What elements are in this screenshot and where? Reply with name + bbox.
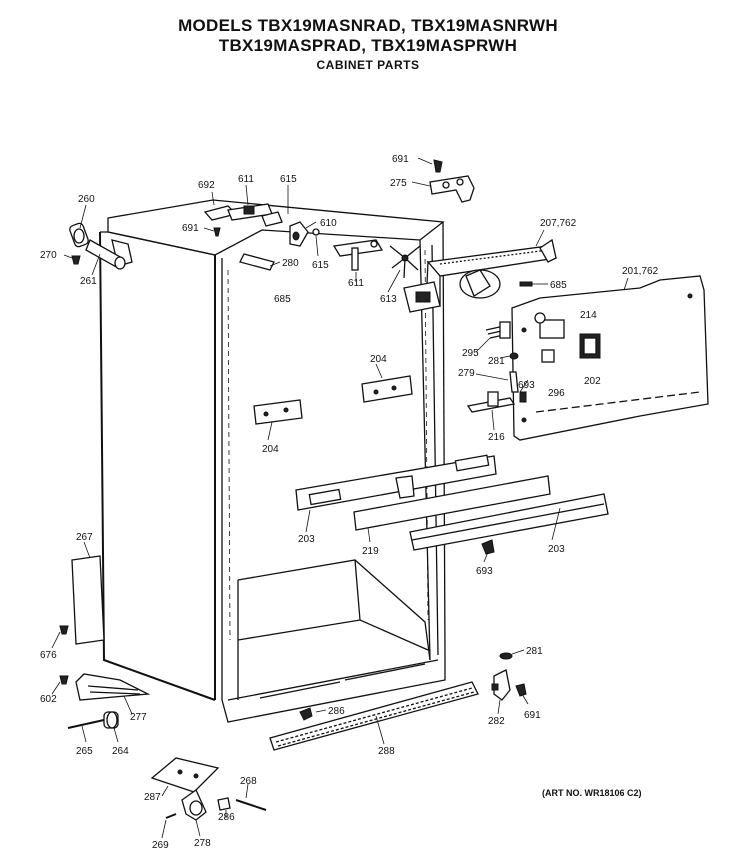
callout-260: 260 [78, 194, 95, 205]
diagram-title-line2: TBX19MASPRAD, TBX19MASPRWH [218, 36, 518, 55]
callout-270: 270 [40, 250, 57, 261]
callout-203-left: 203 [298, 534, 315, 545]
bottom-hinge [491, 649, 529, 715]
base-bracket [75, 673, 151, 715]
callout-286-low: 286 [218, 812, 235, 823]
callout-261: 261 [80, 276, 97, 287]
callout-204-left: 204 [262, 444, 279, 455]
cabinet-shell [99, 199, 446, 723]
callout-labels: 691 275 692 611 615 691 610 615 611 613 … [40, 154, 659, 851]
callout-693-mid: 693 [518, 380, 535, 391]
wiring-components [466, 321, 529, 431]
callout-214: 214 [580, 310, 597, 321]
callout-269: 269 [152, 840, 169, 851]
callout-613: 613 [380, 294, 397, 305]
callout-216: 216 [488, 432, 505, 443]
callout-277: 277 [130, 712, 147, 723]
callout-296: 296 [548, 388, 565, 399]
callout-281-low: 281 [526, 646, 543, 657]
callout-602: 602 [40, 694, 57, 705]
callout-611-mid: 611 [348, 278, 364, 289]
callout-286-mid: 286 [328, 706, 345, 717]
fan-and-bracket [332, 239, 421, 293]
mullion-rails [295, 454, 609, 563]
callout-692: 692 [198, 180, 215, 191]
top-parts-cluster [203, 184, 320, 271]
control-panel [511, 275, 709, 441]
callout-685-right: 685 [550, 280, 567, 291]
callout-207-762: 207,762 [540, 218, 577, 229]
callout-615-top: 615 [280, 174, 297, 185]
callout-685-left: 685 [274, 294, 291, 305]
callout-691-low: 691 [524, 710, 541, 721]
callout-295: 295 [462, 348, 479, 359]
kickplate-grille [269, 681, 479, 751]
callout-219: 219 [362, 546, 379, 557]
callout-202-panel: 202 [584, 376, 601, 387]
callout-279: 279 [458, 368, 475, 379]
diagram-subtitle: CABINET PARTS [316, 58, 420, 72]
callout-264: 264 [112, 746, 129, 757]
callout-691-mid: 691 [182, 223, 199, 234]
callout-691-top: 691 [392, 154, 409, 165]
top-hinge-assembly [63, 204, 126, 276]
top-right-hinge [411, 157, 475, 203]
diagram-title-line1: MODELS TBX19MASNRAD, TBX19MASNRWH [178, 16, 558, 35]
leveling-leg [67, 711, 119, 743]
callout-288: 288 [378, 746, 395, 757]
callout-615-mid: 615 [312, 260, 329, 271]
callout-280: 280 [282, 258, 299, 269]
callout-203-right: 203 [548, 544, 565, 555]
art-number: (ART NO. WR18106 C2) [542, 788, 642, 798]
evaporator-fan-assembly [403, 229, 558, 313]
callout-693-low: 693 [476, 566, 493, 577]
callout-278: 278 [194, 838, 211, 849]
callout-204-right: 204 [370, 354, 387, 365]
callout-265: 265 [76, 746, 93, 757]
callout-267: 267 [76, 532, 93, 543]
callout-275: 275 [390, 178, 407, 189]
callout-676: 676 [40, 650, 57, 661]
roller-assembly [150, 757, 267, 839]
callout-610: 610 [320, 218, 337, 229]
callout-282: 282 [488, 716, 505, 727]
callout-287: 287 [144, 792, 161, 803]
rear-access-panel [51, 541, 105, 695]
hinge-plates [253, 363, 413, 441]
callout-268: 268 [240, 776, 257, 787]
callout-611-top: 611 [238, 174, 254, 185]
callout-201-762: 201,762 [622, 266, 659, 277]
callout-281-mid: 281 [488, 356, 505, 367]
